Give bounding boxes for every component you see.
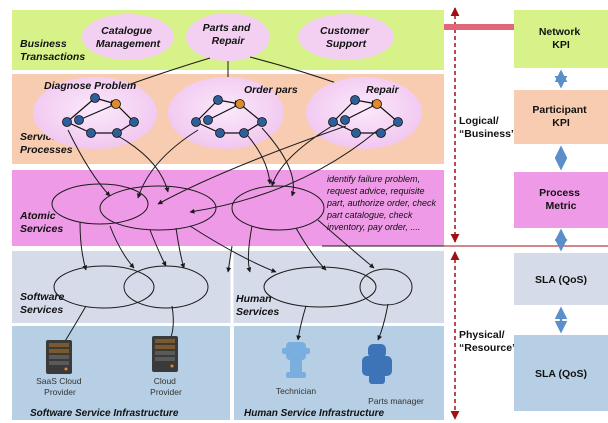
- human-service-oval-2: [359, 268, 413, 306]
- atomic-band: [12, 170, 444, 246]
- catalogue-management-oval: [82, 14, 174, 60]
- business-layer-label: Business Transactions: [20, 38, 85, 63]
- sla-qos-box-2: [514, 335, 608, 411]
- process-metric-box: [514, 172, 608, 228]
- atomic-service-oval-1: [51, 183, 149, 225]
- human-layer-label: Human Services: [236, 293, 279, 318]
- technician-person-icon: [282, 342, 310, 378]
- repair-process-nodes: [328, 95, 403, 138]
- physical-resource-label: Physical/ “Resource’: [459, 329, 515, 354]
- diagnose-process-nodes: [62, 93, 139, 138]
- cloud-server-icon: [152, 336, 178, 372]
- software-layer-label: Software Services: [20, 291, 67, 316]
- process-metric-label: Process Metric: [539, 187, 583, 212]
- software-service-oval-2: [123, 265, 209, 309]
- business-kpi-link-bar: [444, 24, 514, 30]
- software-service-oval-1: [53, 265, 155, 309]
- order-process-nodes: [191, 95, 267, 138]
- repair-pill: [306, 77, 422, 149]
- software-band: [12, 251, 444, 323]
- atomic-layer-label: Atomic Services: [19, 210, 63, 235]
- diagnose-problem-label: Diagnose Problem: [44, 80, 136, 92]
- customer-support-oval: [298, 14, 394, 60]
- parts-manager-person-icon: [362, 344, 392, 384]
- cloud-provider-label: Cloud Provider: [150, 376, 182, 397]
- atomic-service-oval-3: [231, 185, 325, 231]
- infra-human-band: [234, 326, 444, 420]
- saas-server-icon: [46, 340, 72, 374]
- atomic-service-oval-2: [99, 185, 217, 231]
- repair-label: Repair: [366, 84, 400, 96]
- order-parts-label: Order pars: [244, 84, 298, 96]
- customer-support-label: Customer Support: [320, 25, 372, 50]
- atomic-services-note: identify failure problem, request advice…: [326, 174, 439, 232]
- network-kpi-label: Network KPI: [539, 26, 583, 51]
- software-infrastructure-title: Software Service Infrastructure: [30, 408, 179, 419]
- service-layer-label: Service Processes: [20, 131, 73, 156]
- participant-kpi-box: [514, 90, 608, 144]
- parts-and-repair-oval: [186, 13, 270, 61]
- sla-qos-label-2: SLA (QoS): [535, 368, 587, 380]
- logical-business-label: Logical/ “Business’: [459, 115, 514, 140]
- saas-cloud-provider-label: SaaS Cloud Provider: [36, 376, 84, 397]
- infra-software-band: [12, 326, 230, 420]
- network-kpi-box: [514, 10, 608, 68]
- sla-qos-label-1: SLA (QoS): [535, 274, 587, 286]
- technician-label: Technician: [276, 386, 316, 396]
- participant-kpi-label: Participant KPI: [532, 104, 589, 129]
- parts-and-repair-label: Parts and Repair: [203, 22, 254, 47]
- catalogue-management-label: Catalogue Management: [96, 25, 161, 50]
- parts-manager-label: Parts manager: [368, 396, 424, 406]
- sla-qos-box-1: [514, 253, 608, 305]
- human-infrastructure-title: Human Service Infrastructure: [244, 408, 384, 419]
- human-service-oval-1: [263, 266, 377, 308]
